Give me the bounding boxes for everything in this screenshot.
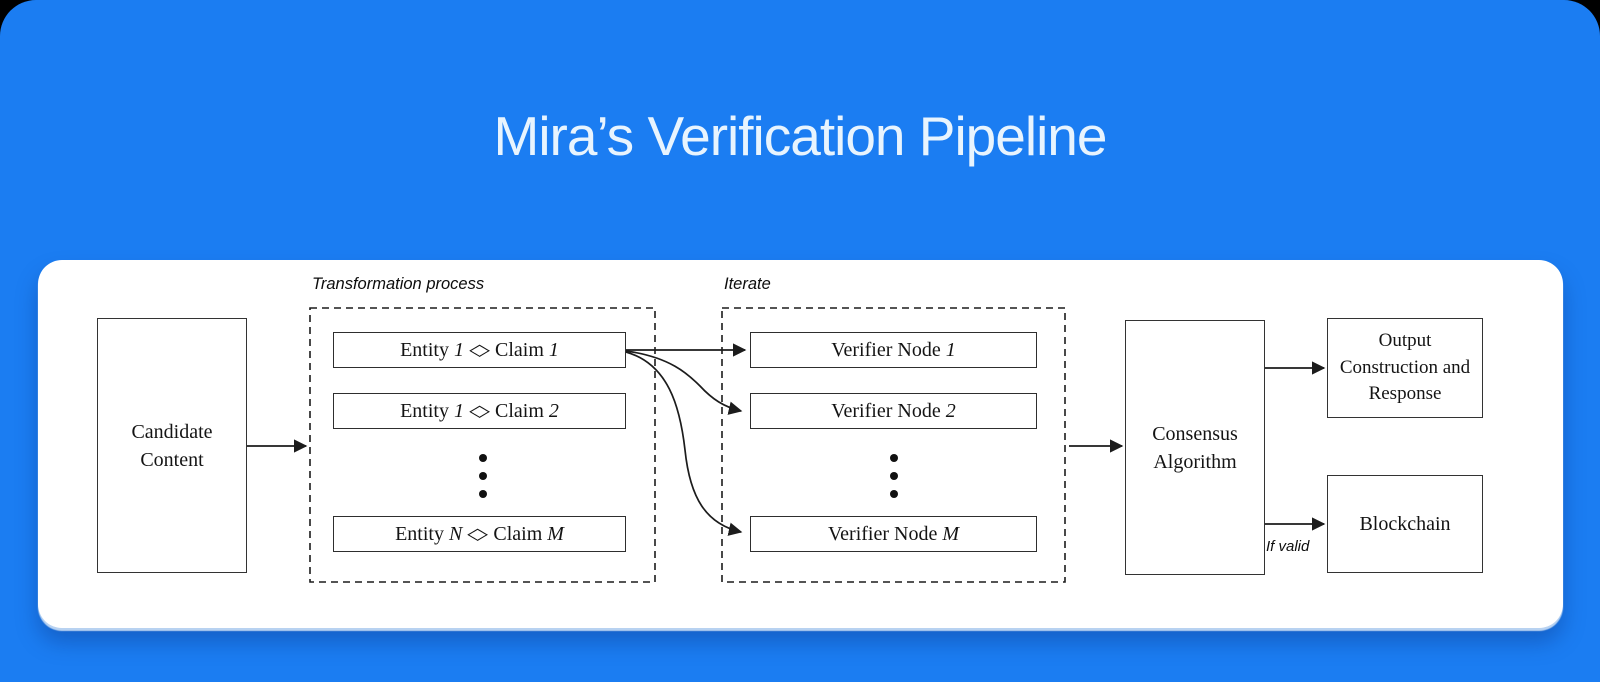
- verifier-node-box: Verifier Node 2: [750, 393, 1037, 429]
- row-text-segment: 1: [453, 338, 464, 361]
- ellipsis-dot: [889, 454, 898, 462]
- row-text-segment: 2: [548, 399, 559, 422]
- row-text-segment: Entity: [395, 522, 449, 545]
- row-text-segment: Entity: [400, 338, 454, 361]
- ellipsis-dot: [889, 472, 898, 480]
- transformation-process-label: Transformation process: [312, 275, 485, 293]
- row-text-segment: Entity: [400, 399, 454, 422]
- entity-claim-box: Entity 1◇Claim 1: [333, 332, 626, 368]
- diamond-symbol: ◇: [467, 524, 489, 544]
- row-text-segment: Claim: [493, 522, 548, 545]
- entity-claim-box: Entity 1◇Claim 2: [333, 393, 626, 429]
- consensus-algorithm-box: Consensus Algorithm: [1125, 320, 1265, 575]
- row-text-segment: M: [547, 522, 564, 545]
- diagram-panel: Transformation process Iterate Candidate…: [38, 260, 1563, 628]
- entity-claim-box: Entity N◇Claim M: [333, 516, 626, 552]
- output-construction-box: Output Construction and Response: [1327, 318, 1483, 418]
- row-text-segment: Verifier Node: [827, 522, 943, 545]
- row-text-segment: Verifier Node: [831, 338, 946, 361]
- row-text-segment: Verifier Node: [831, 399, 946, 422]
- row-text-segment: 2: [945, 399, 956, 422]
- ellipsis-dot: [478, 454, 487, 462]
- row-text-segment: N: [448, 522, 463, 545]
- row-text-segment: M: [942, 522, 960, 545]
- ellipsis-dot: [478, 490, 487, 498]
- blockchain-box: Blockchain: [1327, 475, 1483, 573]
- candidate-content-box: Candidate Content: [97, 318, 247, 573]
- vertical-ellipsis: [722, 454, 1065, 498]
- verifier-node-box: Verifier Node M: [750, 516, 1037, 552]
- vertical-ellipsis: [310, 454, 655, 498]
- verifier-node-box: Verifier Node 1: [750, 332, 1037, 368]
- if-valid-label: If valid: [1266, 538, 1310, 555]
- row-text-segment: 1: [453, 399, 464, 422]
- iterate-label: Iterate: [724, 275, 771, 293]
- ellipsis-dot: [478, 472, 487, 480]
- diamond-symbol: ◇: [469, 340, 490, 360]
- row-text-segment: 1: [548, 338, 559, 361]
- page-title: Mira’s Verification Pipeline: [493, 105, 1108, 167]
- diamond-symbol: ◇: [469, 401, 490, 421]
- row-text-segment: 1: [945, 338, 956, 361]
- row-text-segment: Claim: [495, 338, 549, 361]
- row-text-segment: Claim: [495, 399, 549, 422]
- ellipsis-dot: [889, 490, 898, 498]
